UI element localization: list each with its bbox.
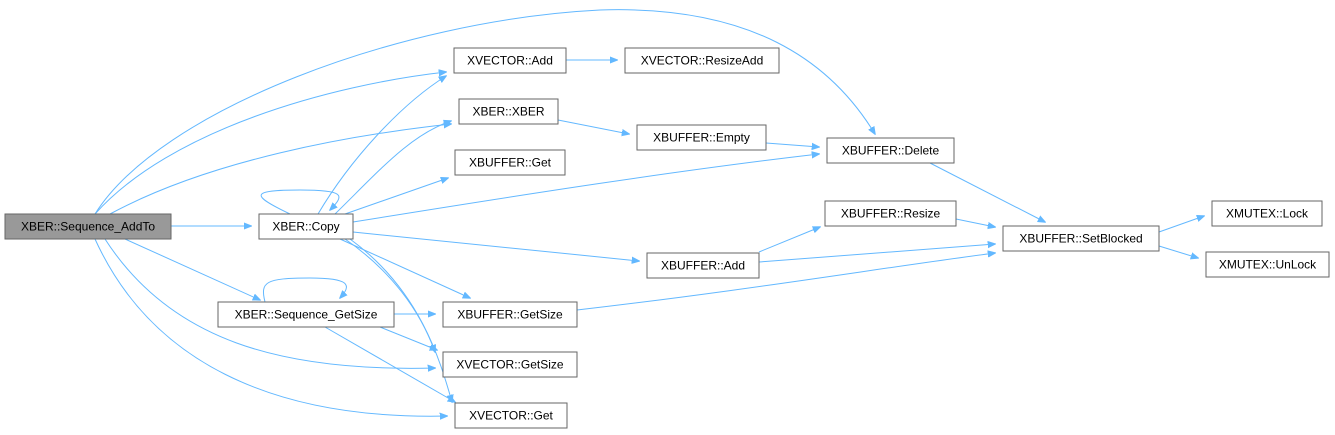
node-box[interactable] bbox=[454, 402, 568, 429]
node-box[interactable] bbox=[1211, 200, 1323, 227]
edge-badd-to-bsetblocked bbox=[758, 244, 995, 263]
node-label: XBER::Copy bbox=[272, 220, 339, 234]
node-box[interactable] bbox=[217, 301, 395, 328]
node-seqsize[interactable]: XBER::Sequence_GetSize bbox=[217, 301, 395, 328]
node-xber[interactable]: XBER::XBER bbox=[458, 98, 559, 125]
node-label: XBER::Sequence_AddTo bbox=[21, 220, 155, 234]
node-label: XBUFFER::Delete bbox=[842, 144, 940, 158]
node-label: XVECTOR::Get bbox=[469, 409, 553, 423]
node-bget[interactable]: XBUFFER::Get bbox=[454, 149, 566, 176]
edge-seqsize-to-vget bbox=[324, 326, 455, 402]
node-root[interactable]: XBER::Sequence_AddTo bbox=[4, 213, 172, 240]
edge-bdelete-to-bsetblocked bbox=[929, 162, 1045, 222]
node-box[interactable] bbox=[442, 301, 578, 328]
node-bdelete[interactable]: XBUFFER::Delete bbox=[826, 137, 955, 164]
node-box[interactable] bbox=[4, 213, 172, 240]
edge-copy-to-bdelete bbox=[352, 154, 819, 223]
edge-root-to-vgetsize bbox=[104, 238, 435, 368]
edge-bresize-to-bsetblocked bbox=[955, 218, 995, 227]
node-box[interactable] bbox=[454, 149, 566, 176]
node-vresize[interactable]: XVECTOR::ResizeAdd bbox=[624, 47, 780, 74]
node-badd[interactable]: XBUFFER::Add bbox=[646, 252, 760, 279]
edge-bsetblocked-to-unlock bbox=[1158, 245, 1198, 258]
node-bempty[interactable]: XBUFFER::Empty bbox=[636, 124, 767, 151]
node-box[interactable] bbox=[624, 47, 780, 74]
edge-copy-to-vgetsize bbox=[344, 238, 435, 352]
edge-copy-to-bget bbox=[344, 178, 448, 215]
edge-copy-to-badd bbox=[352, 231, 639, 261]
node-box[interactable] bbox=[442, 351, 578, 378]
node-label: XBUFFER::Resize bbox=[841, 207, 941, 221]
edge-root-to-bdelete bbox=[94, 9, 875, 215]
edge-bgetsize-to-bsetblocked bbox=[576, 253, 995, 311]
node-unlock[interactable]: XMUTEX::UnLock bbox=[1205, 251, 1330, 278]
node-label: XVECTOR::GetSize bbox=[456, 358, 563, 372]
node-bgetsize[interactable]: XBUFFER::GetSize bbox=[442, 301, 578, 328]
node-label: XVECTOR::Add bbox=[467, 54, 553, 68]
node-label: XBER::XBER bbox=[472, 105, 544, 119]
node-box[interactable] bbox=[458, 98, 559, 125]
node-vgetsize[interactable]: XVECTOR::GetSize bbox=[442, 351, 578, 378]
node-label: XBER::Sequence_GetSize bbox=[235, 308, 378, 322]
edge-copy-to-copy bbox=[260, 189, 340, 215]
edge-badd-to-bresize bbox=[758, 227, 820, 253]
node-lock[interactable]: XMUTEX::Lock bbox=[1211, 200, 1323, 227]
node-label: XBUFFER::GetSize bbox=[457, 308, 563, 322]
edge-seqsize-to-vgetsize bbox=[379, 326, 437, 350]
node-box[interactable] bbox=[826, 137, 955, 164]
edge-copy-to-vget bbox=[349, 238, 452, 402]
node-vget[interactable]: XVECTOR::Get bbox=[454, 402, 568, 429]
node-box[interactable] bbox=[453, 47, 567, 74]
edge-copy-to-bgetsize bbox=[339, 238, 470, 298]
node-label: XBUFFER::SetBlocked bbox=[1019, 232, 1142, 246]
node-vadd[interactable]: XVECTOR::Add bbox=[453, 47, 567, 74]
node-bsetblocked[interactable]: XBUFFER::SetBlocked bbox=[1002, 225, 1160, 252]
edge-copy-to-xber bbox=[334, 121, 451, 215]
node-box[interactable] bbox=[1205, 251, 1330, 278]
edge-copy-to-vadd bbox=[317, 76, 446, 215]
node-box[interactable] bbox=[258, 213, 354, 240]
node-label: XBUFFER::Empty bbox=[653, 131, 750, 145]
node-box[interactable] bbox=[824, 200, 957, 227]
edge-root-to-seqsize bbox=[124, 238, 260, 300]
node-label: XBUFFER::Add bbox=[661, 259, 745, 273]
edge-seqsize-to-seqsize bbox=[262, 277, 346, 303]
edge-root-to-xber bbox=[109, 124, 451, 215]
node-label: XBUFFER::Get bbox=[469, 156, 552, 170]
node-box[interactable] bbox=[636, 124, 767, 151]
node-box[interactable] bbox=[646, 252, 760, 279]
edge-root-to-vget bbox=[94, 238, 447, 416]
edge-bempty-to-bdelete bbox=[765, 142, 819, 147]
node-label: XVECTOR::ResizeAdd bbox=[641, 54, 764, 68]
node-label: XMUTEX::UnLock bbox=[1219, 258, 1317, 272]
edge-xber-to-bempty bbox=[557, 119, 629, 134]
node-box[interactable] bbox=[1002, 225, 1160, 252]
edge-root-to-vadd bbox=[94, 72, 446, 215]
edge-layer bbox=[94, 9, 1204, 417]
node-copy[interactable]: XBER::Copy bbox=[258, 213, 354, 240]
node-label: XMUTEX::Lock bbox=[1226, 207, 1309, 221]
node-bresize[interactable]: XBUFFER::Resize bbox=[824, 200, 957, 227]
edge-bsetblocked-to-lock bbox=[1158, 216, 1204, 233]
